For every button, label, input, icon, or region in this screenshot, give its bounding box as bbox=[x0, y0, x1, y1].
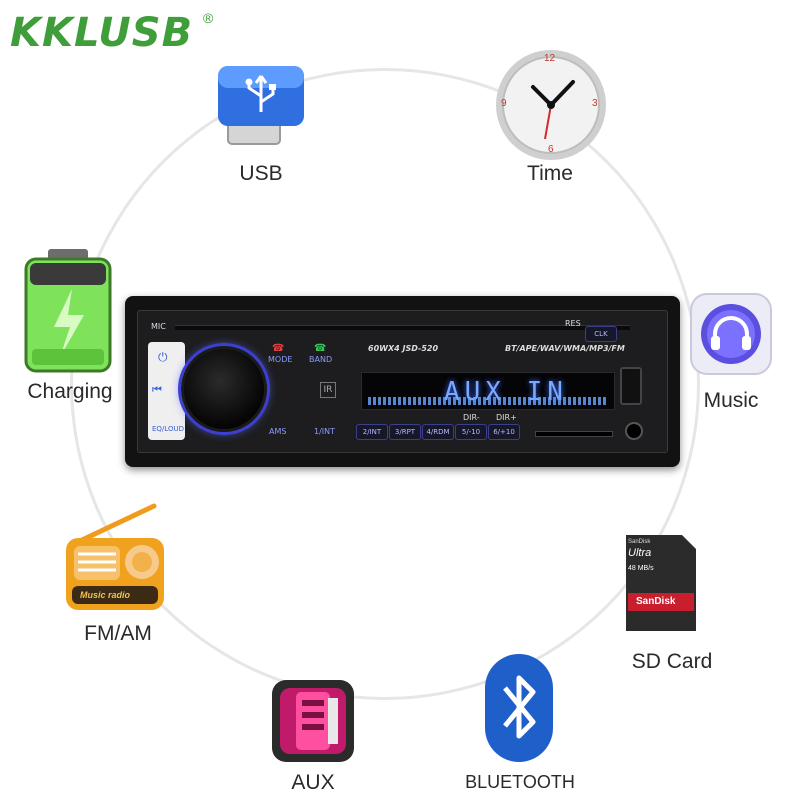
preset-1-button[interactable]: 1/INT bbox=[314, 427, 336, 436]
usb-label: USB bbox=[239, 162, 283, 185]
preset-5-button[interactable]: 5/-10 bbox=[455, 424, 487, 440]
prev-track-icon[interactable]: ⏮ bbox=[152, 384, 162, 396]
eq-loud-button[interactable]: EQ/LOUD bbox=[152, 425, 184, 433]
brand-logo: KKLUSB bbox=[10, 10, 194, 56]
display-eq-bars bbox=[368, 397, 608, 405]
preset-3-button[interactable]: 3/RPT bbox=[389, 424, 421, 440]
volume-knob[interactable] bbox=[181, 346, 267, 432]
formats-label: BT/APE/WAV/WMA/MP3/FM bbox=[505, 344, 625, 353]
bluetooth-icon bbox=[483, 652, 555, 764]
ams-button[interactable]: AMS bbox=[269, 427, 287, 436]
sd-card-slot bbox=[535, 431, 613, 437]
preset-4-button[interactable]: 4/RDM bbox=[422, 424, 454, 440]
phone-hangup-icon[interactable]: ☎ bbox=[272, 343, 285, 354]
power-eq-panel bbox=[148, 342, 185, 440]
fmam-label: FM/AM bbox=[84, 622, 152, 645]
clock-numeral-6: 6 bbox=[548, 144, 554, 155]
clock-numeral-3: 3 bbox=[592, 98, 598, 109]
charging-label: Charging bbox=[27, 380, 113, 403]
feature-ring bbox=[70, 68, 700, 700]
dir-minus-label: DIR- bbox=[463, 413, 480, 422]
clock-numeral-9: 9 bbox=[501, 98, 507, 109]
aux-jack bbox=[625, 422, 643, 440]
aux-label: AUX bbox=[291, 771, 335, 794]
preset-2-button[interactable]: 2/INT bbox=[356, 424, 388, 440]
sd-brand-small: SanDisk bbox=[628, 539, 651, 545]
radio-icon: Music radio bbox=[60, 502, 168, 612]
sdcard-label: SD Card bbox=[631, 650, 713, 673]
ir-sensor: IR bbox=[320, 382, 336, 398]
battery-icon bbox=[20, 245, 116, 373]
phone-answer-icon[interactable]: ☎ bbox=[314, 343, 327, 354]
sd-card-icon: SanDisk Ultra 48 MB/s SanDisk bbox=[622, 533, 700, 633]
model-label: 60WX4 JSD-520 bbox=[368, 344, 439, 353]
lcd-display: AUX IN bbox=[361, 372, 615, 410]
registered-mark: ® bbox=[203, 10, 214, 26]
clock-numeral-12: 12 bbox=[544, 53, 556, 64]
sd-speed: 48 MB/s bbox=[628, 565, 654, 572]
band-button[interactable]: BAND bbox=[309, 355, 333, 364]
sd-line: Ultra bbox=[628, 547, 652, 559]
clk-button[interactable]: CLK bbox=[585, 326, 617, 342]
time-label: Time bbox=[527, 162, 573, 185]
radio-badge-text: Music radio bbox=[80, 590, 131, 600]
sd-logo: SanDisk bbox=[636, 596, 676, 607]
clock-icon: 12 3 6 9 bbox=[493, 47, 609, 163]
cd-slot bbox=[175, 325, 630, 330]
power-icon[interactable]: ⏻ bbox=[158, 350, 168, 364]
music-label: Music bbox=[703, 389, 759, 412]
dir-plus-label: DIR+ bbox=[496, 413, 517, 422]
res-label: RES bbox=[565, 319, 581, 328]
bluetooth-label: BLUETOOTH bbox=[465, 772, 575, 792]
usb-port bbox=[620, 367, 642, 405]
preset-6-button[interactable]: 6/+10 bbox=[488, 424, 520, 440]
mic-label: MIC bbox=[151, 322, 166, 331]
usb-icon bbox=[210, 58, 310, 154]
music-headphones-icon bbox=[689, 292, 773, 376]
aux-icon bbox=[270, 678, 356, 764]
mode-button[interactable]: MODE bbox=[268, 355, 293, 364]
